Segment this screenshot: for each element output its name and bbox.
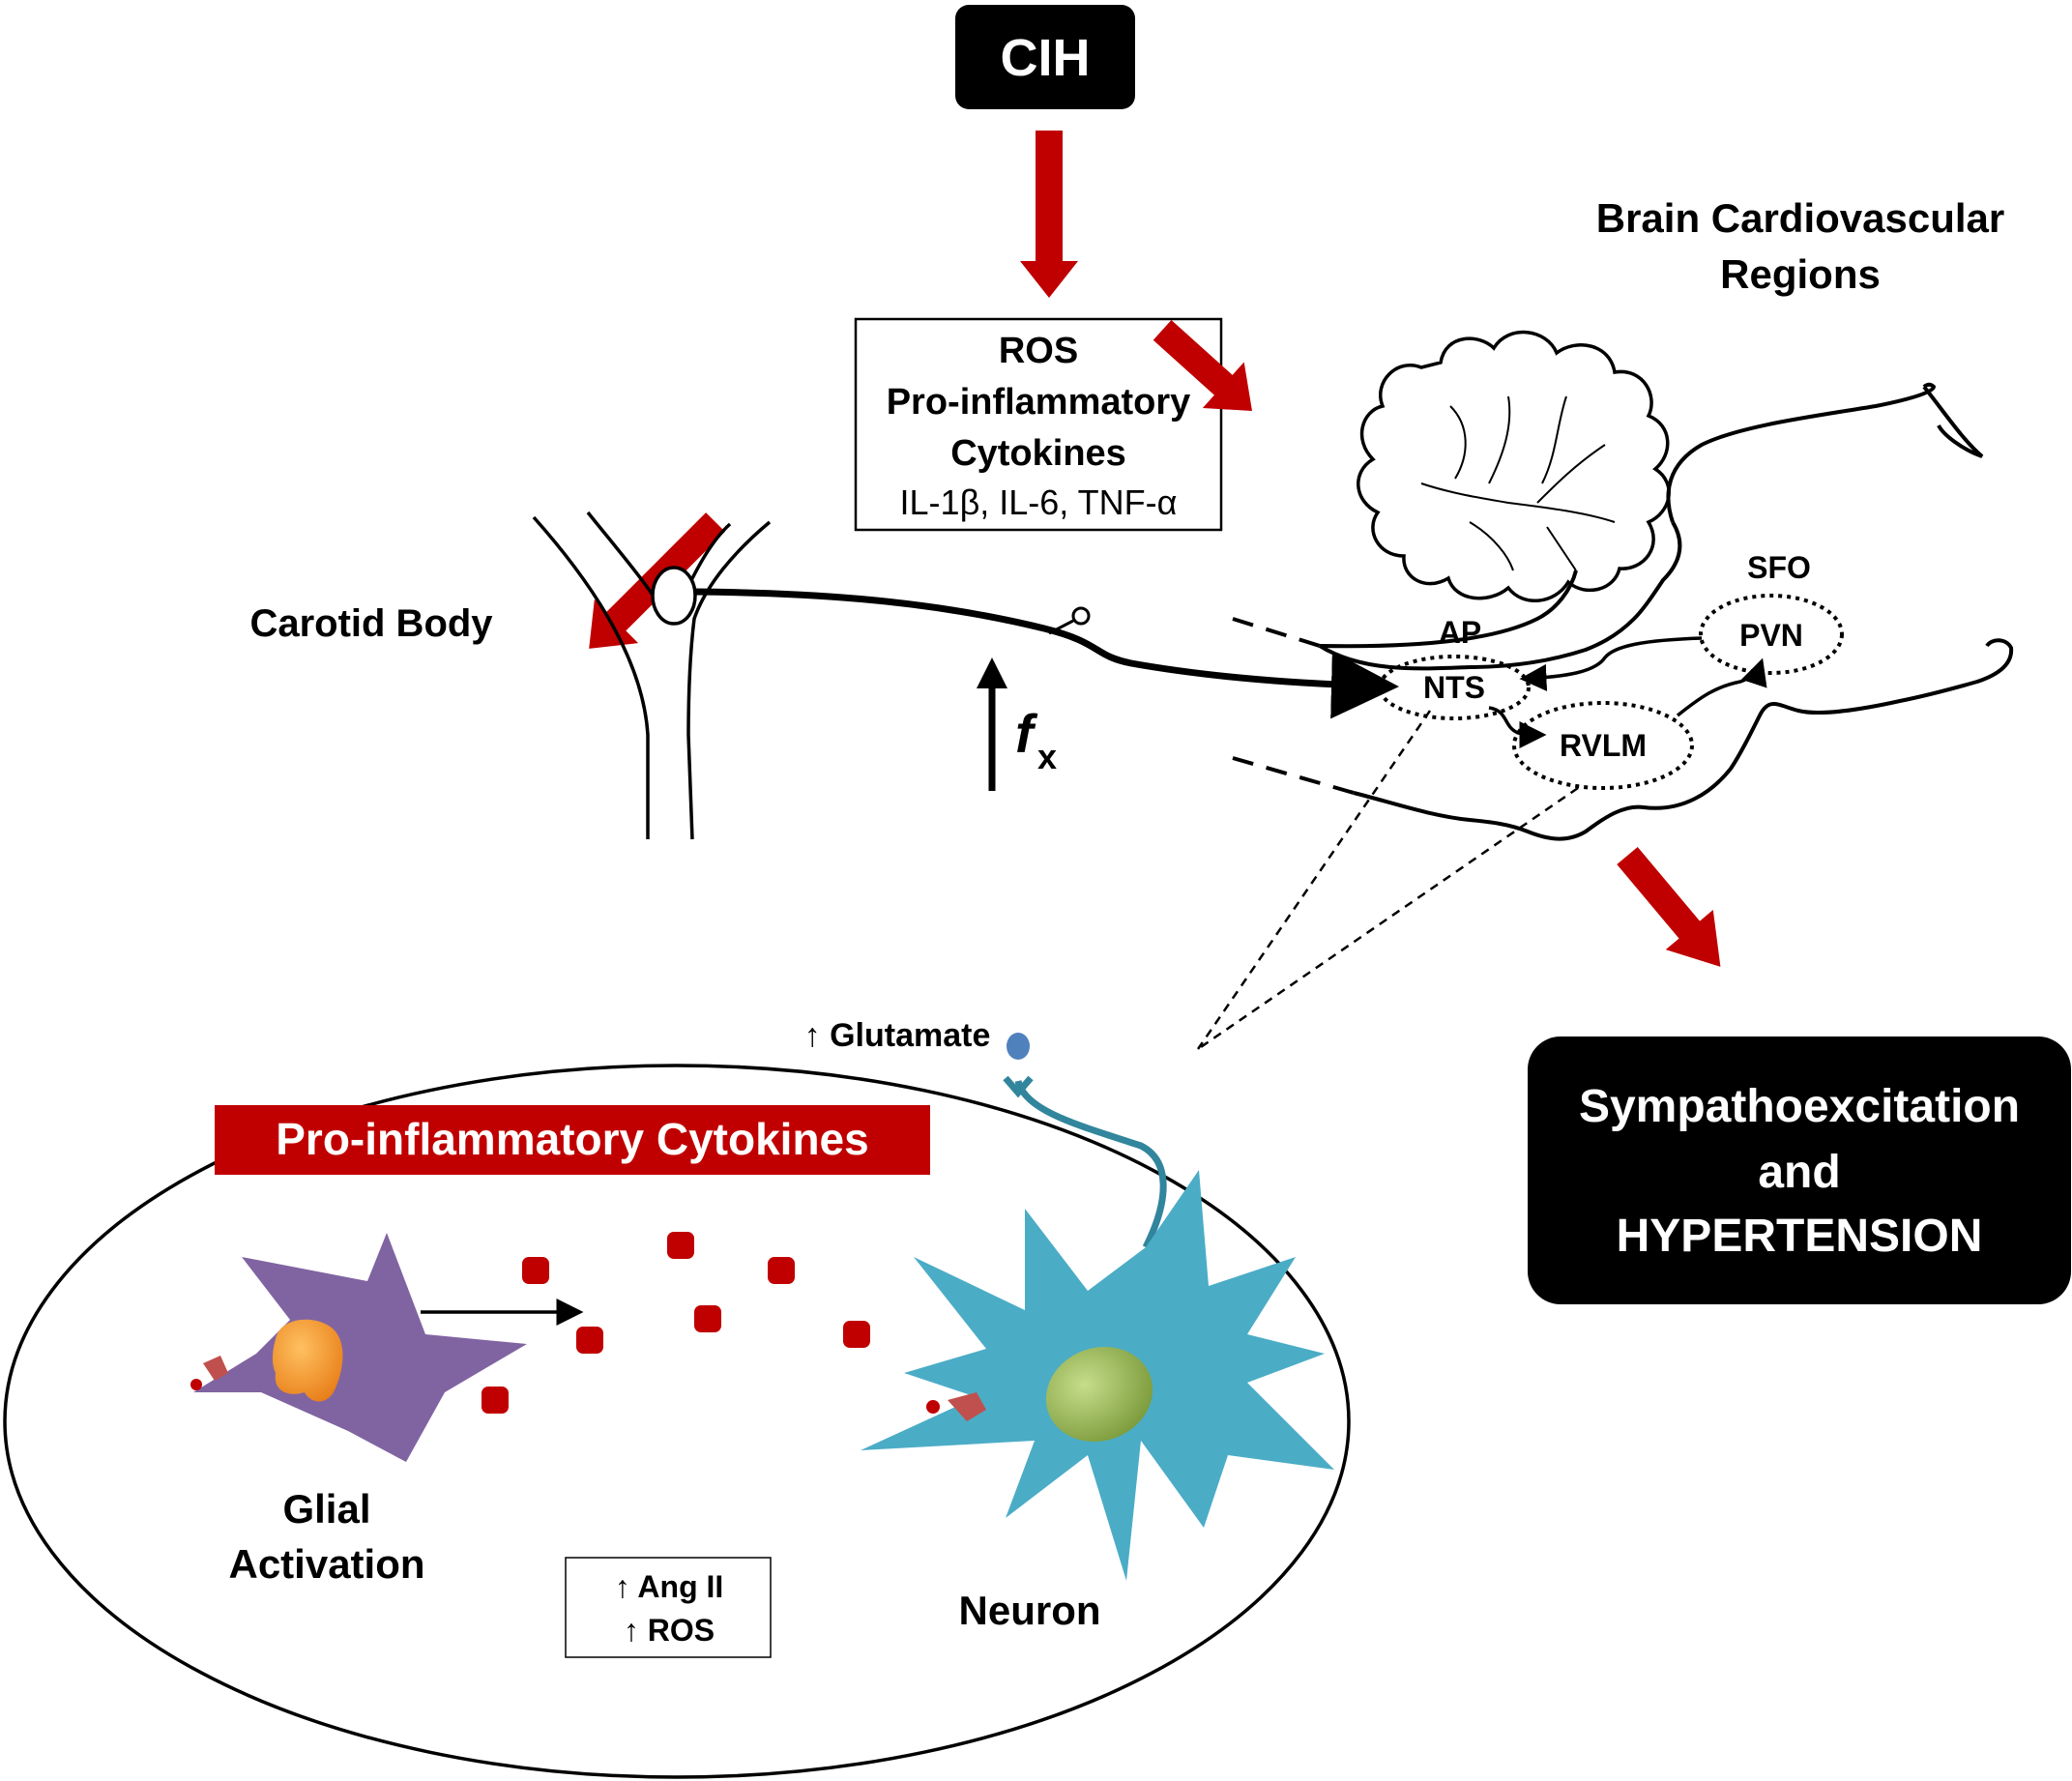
outcome-line3: HYPERTENSION [1617, 1211, 1983, 1262]
cytokine-particle [522, 1257, 549, 1284]
glial-label-line1: Glial [282, 1486, 370, 1532]
glutamate-label: ↑ Glutamate [804, 1017, 991, 1054]
glial-receptor [190, 1356, 228, 1390]
brain-title-line1: Brain Cardiovascular [1596, 195, 2005, 241]
cih-label: CIH [1001, 29, 1091, 87]
outcome-line2: and [1758, 1147, 1840, 1198]
nts-to-rvlm-arrow [1488, 706, 1547, 748]
angii-label: ↑ Ang II [615, 1569, 724, 1604]
angii-ros-box: ↑ Ang II ↑ ROS [565, 1557, 772, 1658]
neuron-receptor [926, 1392, 986, 1421]
inset-ellipse [3, 1064, 1351, 1779]
cytokine-particle [843, 1321, 870, 1348]
glial-nucleus [272, 1319, 343, 1402]
mediators-box: ROS Pro-inflammatory Cytokines IL-1β, IL… [854, 317, 1223, 532]
glial-label-line2: Activation [228, 1541, 424, 1587]
carotid-artery [532, 511, 772, 840]
cih-to-mediators-arrow [1020, 131, 1078, 298]
chemoreceptor-terminal-knob [1071, 606, 1091, 626]
carotid-body [651, 566, 697, 626]
mediators-to-brain-arrow [1153, 319, 1252, 411]
rvlm-label: RVLM [1560, 728, 1647, 763]
frequency-subscript: x [1037, 737, 1057, 776]
outcome-line1: Sympathoexcitation [1579, 1081, 2020, 1132]
rvlm-to-pvn-arrow [1676, 657, 1767, 717]
mediators-cytokine-list: IL-1β, IL-6, TNF-α [900, 482, 1178, 522]
cytokines-banner-label: Pro-inflammatory Cytokines [276, 1114, 868, 1164]
glutamate-molecule [1007, 1033, 1030, 1060]
projection-dash-lower [1232, 756, 1355, 795]
nts-label: NTS [1423, 670, 1485, 705]
ap-label: AP [1439, 615, 1481, 650]
pvn-label: PVN [1739, 618, 1803, 653]
ros-inset-label: ↑ ROS [624, 1613, 715, 1648]
brain-title-line2: Regions [1720, 251, 1881, 297]
frequency-symbol: f [1015, 703, 1038, 764]
cytokine-particle [482, 1387, 509, 1414]
cytokine-particle [576, 1327, 603, 1354]
chemoreceptor-terminal [1048, 619, 1074, 635]
mediators-proinflammatory: Pro-inflammatory [887, 382, 1191, 423]
rvlm-region: RVLM [1512, 701, 1694, 790]
cerebellum-outline [1357, 331, 1671, 602]
pvn-region: PVN [1699, 594, 1844, 675]
projection-dash-upper [1232, 617, 1321, 648]
pvn-to-nts-arrow [1519, 636, 1703, 691]
neuron-nucleus [1045, 1346, 1153, 1443]
cytokine-particle [694, 1305, 721, 1332]
carotid-body-label: Carotid Body [249, 602, 493, 645]
cytokines-banner: Pro-inflammatory Cytokines [215, 1105, 930, 1175]
frequency-increase-arrow [977, 657, 1007, 791]
cytokine-particles [482, 1232, 870, 1414]
mediators-ros: ROS [999, 331, 1078, 371]
outcome-box: Sympathoexcitation and HYPERTENSION [1528, 1036, 2071, 1304]
cih-box: CIH [955, 5, 1135, 109]
mediators-cytokines: Cytokines [950, 433, 1126, 474]
glial-cell [193, 1233, 527, 1462]
brain-to-outcome-arrow [1617, 847, 1721, 967]
cytokine-particle [768, 1257, 795, 1284]
neuron-dendrite [1003, 1075, 1167, 1249]
sfo-label: SFO [1747, 550, 1811, 585]
carotid-afferent-nerve [694, 588, 1399, 719]
cytokine-particle [667, 1232, 694, 1259]
neuron-label: Neuron [959, 1588, 1101, 1633]
zoom-lines [1196, 710, 1579, 1051]
